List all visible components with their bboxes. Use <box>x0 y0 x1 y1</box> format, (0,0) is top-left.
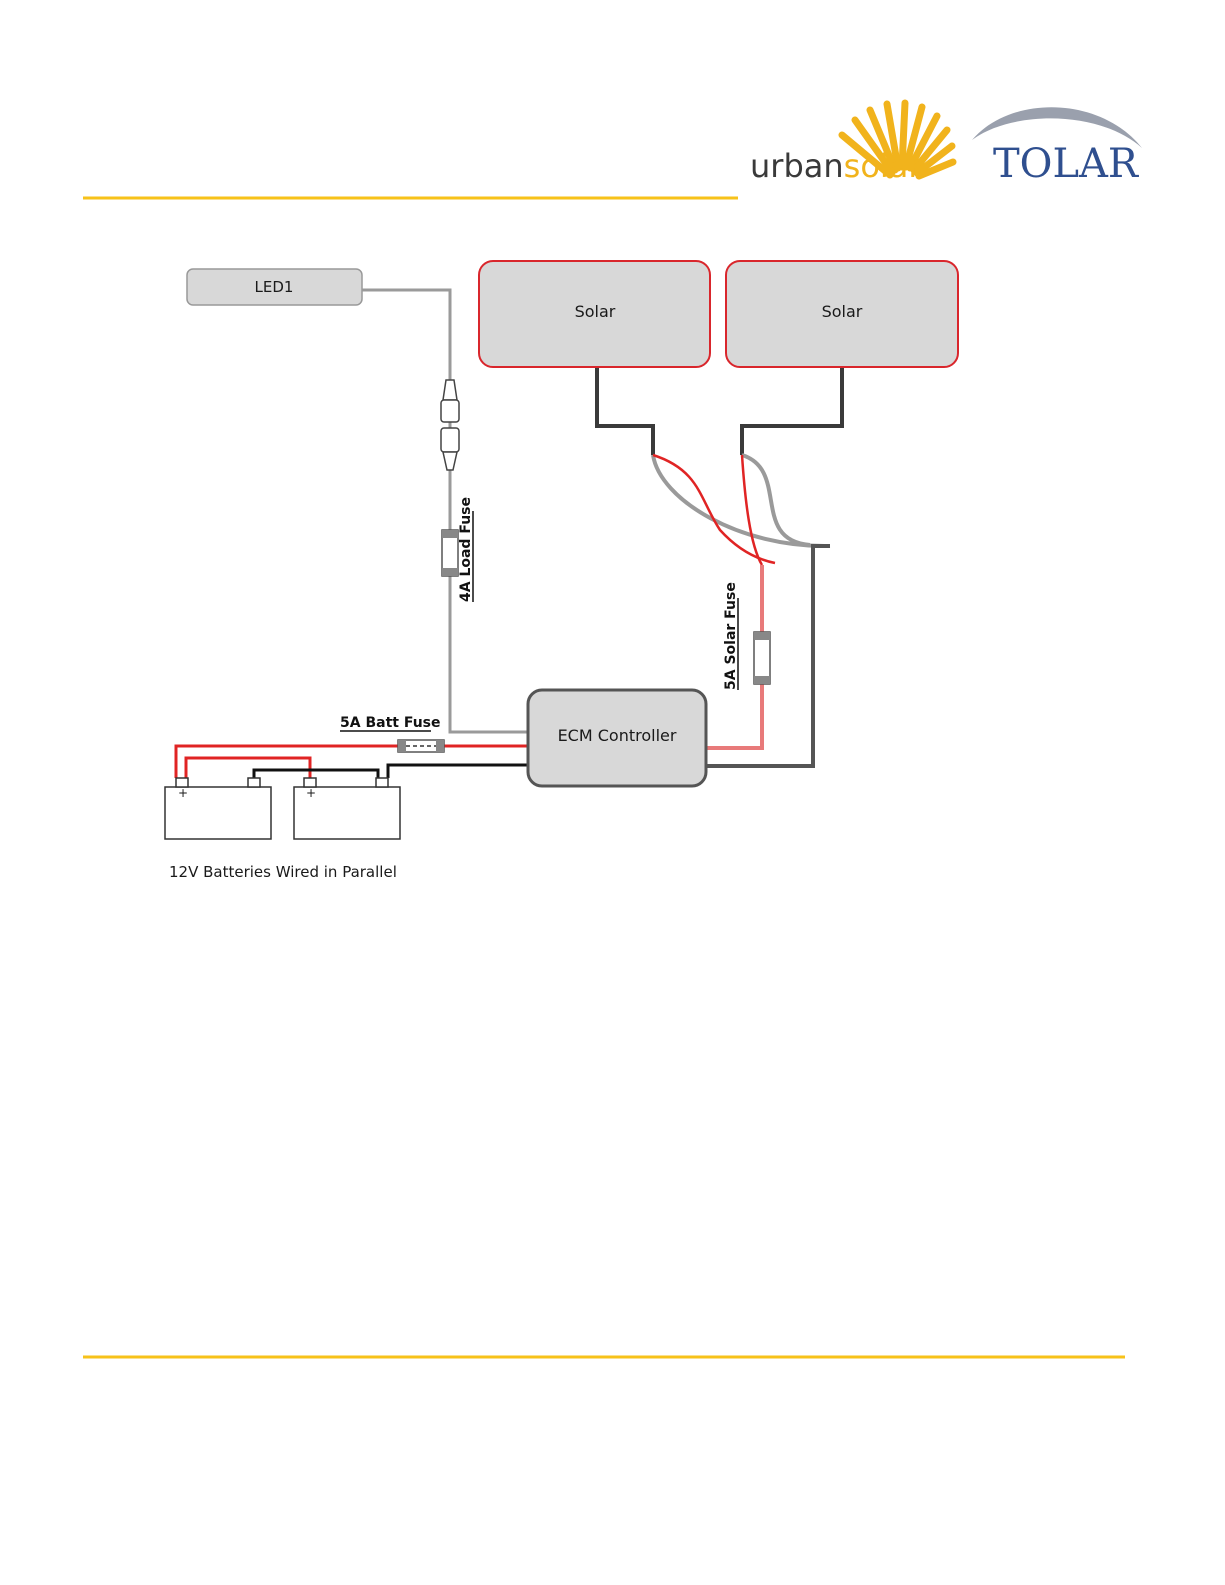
led-label: LED1 <box>255 278 294 296</box>
ecm-controller-label: ECM Controller <box>558 726 677 745</box>
tolar-logo: TOLAR <box>972 107 1142 187</box>
solar-panel-2-label: Solar <box>822 302 863 321</box>
led-box: LED1 <box>187 269 362 305</box>
battery-2: + <box>294 778 400 839</box>
urban-solar-logo: urbansolar <box>750 103 953 185</box>
solar-panel-1-label: Solar <box>575 302 616 321</box>
load-fuse-label: 4A Load Fuse <box>458 497 474 602</box>
battery-fuse-label: 5A Batt Fuse <box>340 715 441 731</box>
battery-2-plus: + <box>306 786 316 800</box>
battery-caption: 12V Batteries Wired in Parallel <box>169 863 397 881</box>
urban-text: urban <box>750 147 844 185</box>
solar-fuse-label: 5A Solar Fuse <box>723 582 739 690</box>
load-fuse <box>442 530 458 576</box>
battery-wires <box>176 746 528 778</box>
solar-fuse <box>754 632 770 684</box>
solar-panel-1: Solar <box>479 261 710 367</box>
battery-1-plus: + <box>178 786 188 800</box>
tolar-text: TOLAR <box>993 141 1140 187</box>
battery-1: + <box>165 778 271 839</box>
battery-fuse <box>398 740 444 752</box>
solar-panel-2: Solar <box>726 261 958 367</box>
ecm-controller: ECM Controller <box>528 690 706 786</box>
svg-text:urbansolar: urbansolar <box>750 147 922 185</box>
solar-text: solar <box>844 147 923 185</box>
